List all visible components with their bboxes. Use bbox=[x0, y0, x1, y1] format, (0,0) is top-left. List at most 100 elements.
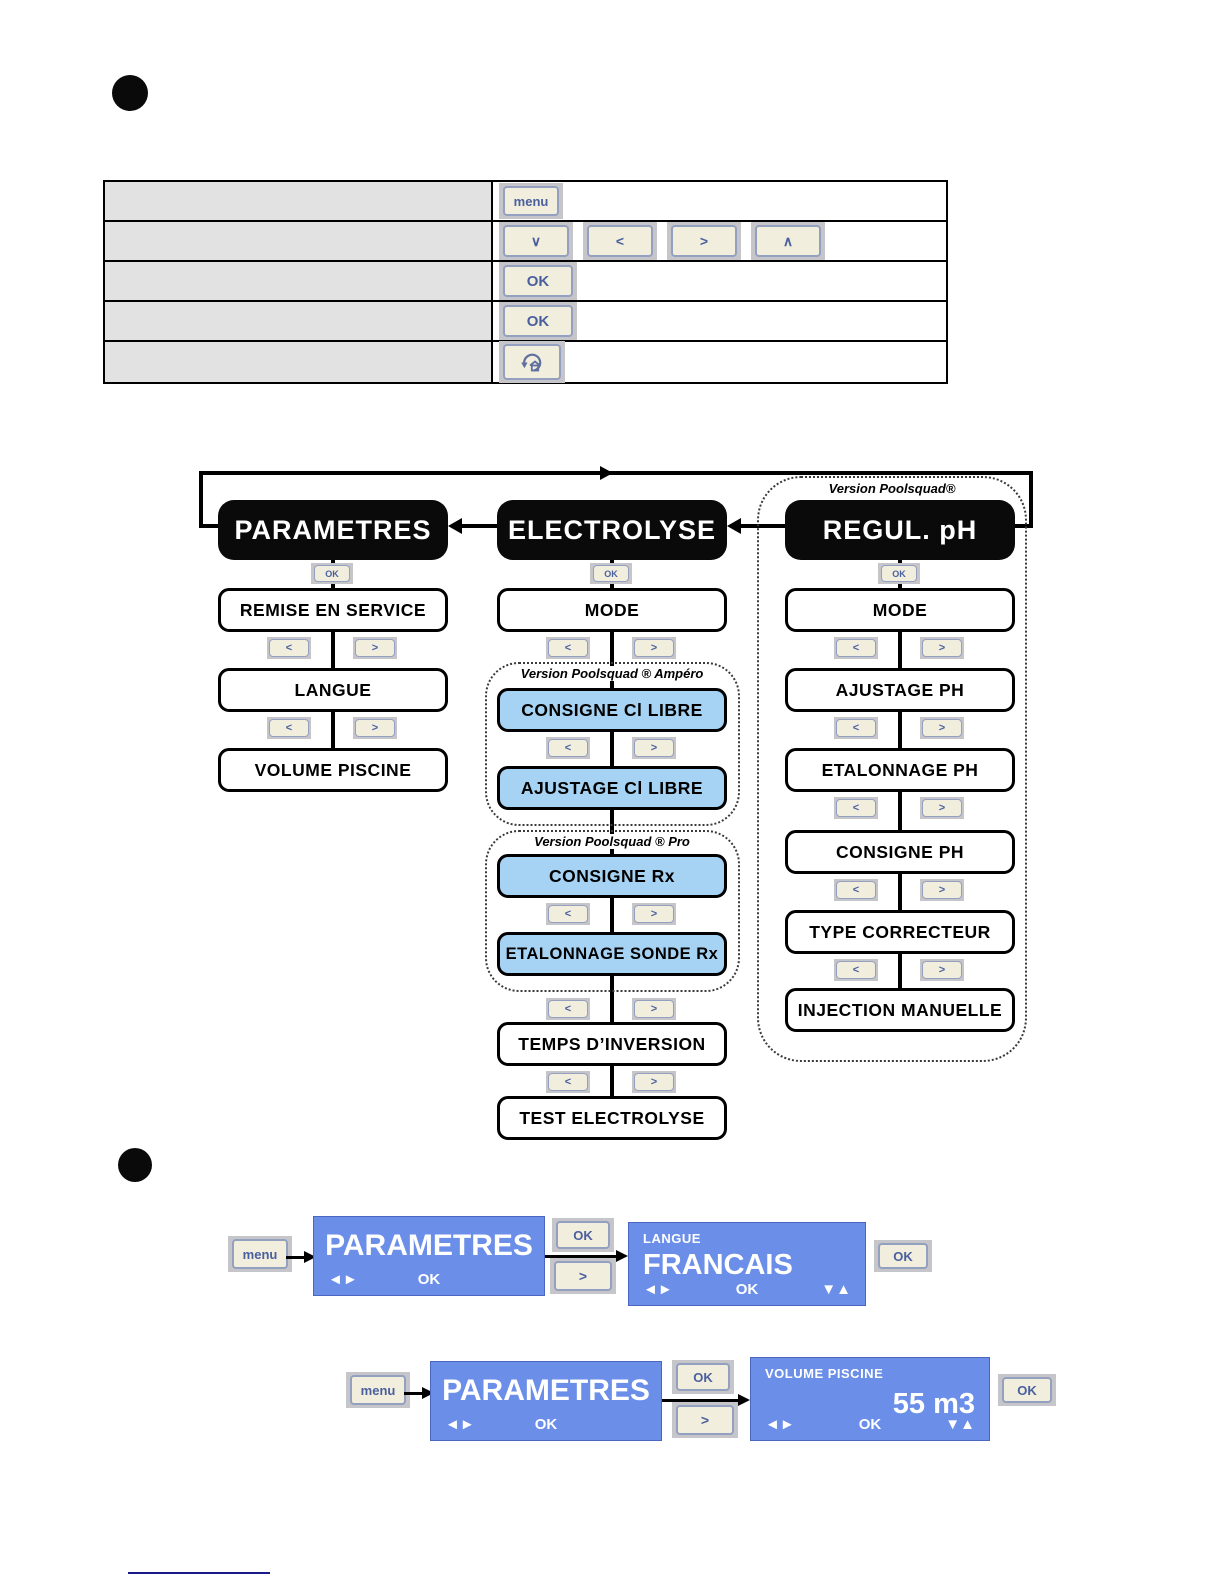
right-button-photo: > bbox=[920, 797, 964, 819]
home-return-button[interactable] bbox=[503, 344, 561, 380]
parametres-column-line bbox=[331, 558, 335, 750]
left-arrow-button[interactable]: < bbox=[548, 1000, 588, 1018]
menu-button[interactable]: menu bbox=[232, 1239, 288, 1269]
table-cell-buttons: ∨ < > ∧ bbox=[493, 222, 946, 260]
menu-button[interactable]: menu bbox=[503, 186, 559, 216]
version-pro-container bbox=[485, 830, 740, 992]
right-button-photo: > bbox=[632, 1071, 676, 1093]
left-arrow-button[interactable]: < bbox=[269, 719, 309, 737]
up-arrow-button[interactable]: ∧ bbox=[755, 225, 821, 257]
lcd-title: PARAMETRES bbox=[442, 1374, 650, 1407]
right-button-photo: > bbox=[353, 637, 397, 659]
ok-button-photo: OK bbox=[499, 302, 577, 340]
ok-button[interactable]: OK bbox=[503, 265, 573, 297]
ok-button[interactable]: OK bbox=[593, 565, 629, 582]
menu-cycle-right-line bbox=[1029, 471, 1033, 528]
item-label: INJECTION MANUELLE bbox=[797, 999, 1003, 1020]
ok-button[interactable]: OK bbox=[314, 565, 350, 582]
left-button-photo: < bbox=[546, 998, 590, 1020]
right-arrow-button[interactable]: > bbox=[634, 639, 674, 657]
flow-arrow-line bbox=[545, 1255, 616, 1258]
lcd-value: 55 m3 bbox=[892, 1388, 975, 1420]
left-button-photo: < bbox=[267, 717, 311, 739]
lcd-title: PARAMETRES bbox=[325, 1229, 533, 1262]
ok-button[interactable]: OK bbox=[878, 1243, 928, 1269]
home-return-icon bbox=[521, 353, 542, 372]
table-row: OK bbox=[105, 262, 946, 302]
next-button-photo: > bbox=[550, 1258, 616, 1294]
next-button[interactable]: > bbox=[554, 1261, 612, 1291]
right-arrow-button[interactable]: > bbox=[634, 905, 674, 923]
right-arrow-button[interactable]: > bbox=[634, 1000, 674, 1018]
ok-button-photo: OK bbox=[672, 1360, 734, 1394]
ok-button[interactable]: OK bbox=[676, 1363, 730, 1391]
left-arrow-icon: < bbox=[285, 722, 293, 734]
ok-button[interactable]: OK bbox=[1002, 1377, 1052, 1403]
left-button-photo: < bbox=[267, 637, 311, 659]
right-arrow-button[interactable]: > bbox=[634, 1073, 674, 1091]
next-button[interactable]: > bbox=[676, 1405, 734, 1435]
left-arrow-icon: < bbox=[615, 233, 625, 249]
lcd-leftright-icon: ◄► bbox=[445, 1416, 475, 1433]
table-cell-description bbox=[105, 302, 493, 340]
lcd-header: VOLUME PISCINE bbox=[765, 1366, 884, 1381]
right-button-photo: > bbox=[632, 903, 676, 925]
right-arrow-button[interactable]: > bbox=[922, 881, 962, 899]
menu-regul-ph: REGUL. pH bbox=[785, 500, 1015, 560]
left-arrow-button[interactable]: < bbox=[836, 639, 876, 657]
lcd-nav-row: ◄► OK bbox=[445, 1415, 647, 1433]
item-label: VOLUME PISCINE bbox=[254, 759, 412, 780]
left-arrow-button[interactable]: < bbox=[836, 961, 876, 979]
left-arrow-button[interactable]: < bbox=[548, 739, 588, 757]
right-arrow-button[interactable]: > bbox=[922, 639, 962, 657]
left-arrow-icon: < bbox=[564, 1076, 572, 1088]
menu-button-photo: menu bbox=[228, 1236, 292, 1272]
menu-button-photo: menu bbox=[346, 1372, 410, 1408]
menu-electrolyse-label: ELECTROLYSE bbox=[507, 514, 717, 545]
ok-button[interactable]: OK bbox=[503, 305, 573, 337]
right-arrow-button[interactable]: > bbox=[355, 719, 395, 737]
table-row: ∨ < > ∧ bbox=[105, 222, 946, 262]
menu-button[interactable]: menu bbox=[350, 1375, 406, 1405]
ok-button[interactable]: OK bbox=[556, 1221, 610, 1249]
right-arrow-icon: > bbox=[371, 642, 379, 654]
left-arrow-button[interactable]: < bbox=[548, 905, 588, 923]
right-arrow-icon: > bbox=[650, 642, 658, 654]
right-arrow-button[interactable]: > bbox=[355, 639, 395, 657]
right-button-photo: > bbox=[632, 637, 676, 659]
left-button-photo: < bbox=[546, 1071, 590, 1093]
item-test-electrolyse: TEST ELECTROLYSE bbox=[497, 1096, 727, 1140]
electrolyse-column-line bbox=[610, 558, 614, 1098]
left-arrow-button[interactable]: < bbox=[548, 1073, 588, 1091]
left-arrow-button[interactable]: < bbox=[836, 799, 876, 817]
left-arrow-icon: < bbox=[564, 742, 572, 754]
left-button-photo: < bbox=[583, 222, 657, 260]
down-arrow-button[interactable]: ∨ bbox=[503, 225, 569, 257]
left-arrow-icon: < bbox=[852, 642, 860, 654]
right-arrow-button[interactable]: > bbox=[922, 799, 962, 817]
ok-button[interactable]: OK bbox=[881, 565, 917, 582]
right-arrow-button[interactable]: > bbox=[634, 739, 674, 757]
flow-arrowhead-icon bbox=[738, 1394, 750, 1406]
table-cell-description bbox=[105, 262, 493, 300]
left-button-photo: < bbox=[834, 717, 878, 739]
menu-parametres: PARAMETRES bbox=[218, 500, 448, 560]
left-arrow-button[interactable]: < bbox=[836, 719, 876, 737]
right-arrow-button[interactable]: > bbox=[922, 719, 962, 737]
item-label: AJUSTAGE PH bbox=[835, 679, 965, 700]
left-arrow-button[interactable]: < bbox=[269, 639, 309, 657]
table-cell-description bbox=[105, 222, 493, 260]
right-arrow-button[interactable]: > bbox=[671, 225, 737, 257]
item-type-correcteur: TYPE CORRECTEUR bbox=[785, 910, 1015, 954]
table-cell-buttons: menu bbox=[493, 182, 946, 220]
left-arrow-icon: < bbox=[852, 884, 860, 896]
version-poolsquad-label: Version Poolsquad® bbox=[822, 481, 962, 496]
right-arrow-button[interactable]: > bbox=[922, 961, 962, 979]
ok-button-photo: OK bbox=[499, 262, 577, 300]
right-arrow-icon: > bbox=[650, 908, 658, 920]
left-arrow-button[interactable]: < bbox=[548, 639, 588, 657]
left-arrow-button[interactable]: < bbox=[836, 881, 876, 899]
item-mode-electrolyse: MODE bbox=[497, 588, 727, 632]
left-arrow-button[interactable]: < bbox=[587, 225, 653, 257]
left-button-photo: < bbox=[834, 797, 878, 819]
